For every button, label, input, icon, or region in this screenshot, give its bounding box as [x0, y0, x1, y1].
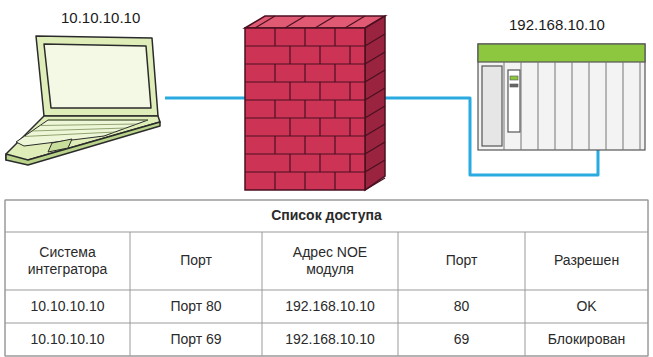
- network-cable: [165, 98, 598, 175]
- laptop-illustration: [6, 36, 160, 165]
- table-title: Список доступа: [5, 200, 648, 232]
- table-text: 192.168.10.10: [285, 298, 375, 316]
- table-cell: 192.168.10.10: [262, 323, 398, 356]
- table-cell: Порт 80: [130, 290, 262, 323]
- table-cell: Порт 69: [130, 323, 262, 356]
- firewall-illustration: [245, 16, 385, 190]
- table-text: Порт 80: [170, 298, 221, 316]
- table-cell: 69: [398, 323, 525, 356]
- table-text: Блокирован: [548, 331, 625, 349]
- table-cell: 80: [398, 290, 525, 323]
- address-label: 10.10.10.10: [61, 9, 140, 26]
- table-header: Порт: [130, 232, 262, 290]
- table-header: Адрес NOE модуля: [262, 232, 398, 290]
- table-cell: 192.168.10.10: [262, 290, 398, 323]
- plc-rack-illustration: [478, 44, 645, 150]
- table-text: 10.10.10.10: [31, 298, 105, 316]
- table-header: Порт: [398, 232, 525, 290]
- plc-node: 192.168.10.10: [475, 10, 647, 150]
- table-text: Порт: [180, 252, 212, 270]
- table-text: 80: [454, 298, 470, 316]
- table-text: 10.10.10.10: [31, 331, 105, 349]
- table-text: 69: [454, 331, 470, 349]
- table-cell: Блокирован: [525, 323, 648, 356]
- table-text: Порт 69: [170, 331, 221, 349]
- table-cell: OK: [525, 290, 648, 323]
- table-text: 192.168.10.10: [285, 331, 375, 349]
- table-text: OK: [576, 298, 596, 316]
- address-label: 192.168.10.10: [509, 16, 605, 33]
- access-table-grid: [5, 200, 648, 356]
- table-text: Система интегратора: [11, 244, 124, 279]
- table-cell: 10.10.10.10: [5, 290, 130, 323]
- table-header: Разрешен: [525, 232, 648, 290]
- table-text: Список доступа: [271, 207, 382, 225]
- table-text: Разрешен: [554, 252, 619, 270]
- table-text: Адрес NOE модуля: [268, 244, 392, 279]
- table-text: Порт: [446, 252, 478, 270]
- laptop-node: 10.10.10.10: [5, 5, 165, 168]
- table-header: Система интегратора: [5, 232, 130, 290]
- table-cell: 10.10.10.10: [5, 323, 130, 356]
